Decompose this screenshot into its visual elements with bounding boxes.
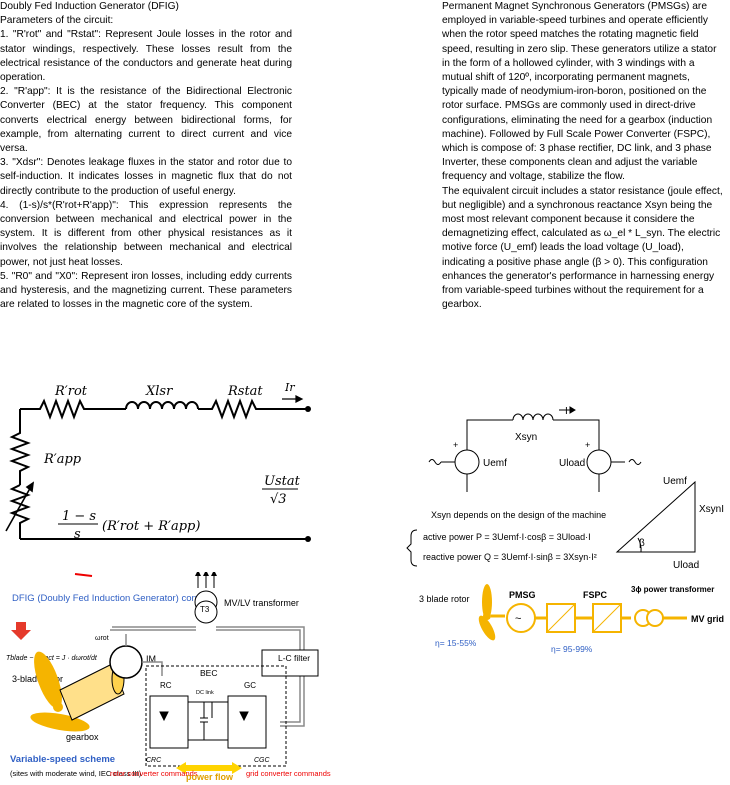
dfig-param-5: 5. "R0" and "X0": Represent iron losses,…: [0, 270, 292, 311]
fspc-label: FSPC: [583, 590, 608, 600]
plus-sign-left: +: [453, 440, 458, 450]
dfig-equivalent-circuit: R′rot Xlsr Rstat Ir R′app Ustat √3 1 − s…: [5, 381, 311, 542]
dfig-scheme-diagram: DFIG (Doubly Fed Induction Generator) co…: [6, 572, 331, 782]
triangle-uemf-label: Uemf: [663, 476, 687, 487]
power-flow-arrow-icon: [176, 762, 242, 774]
formula-brace: [406, 529, 418, 567]
r-app-label: R′app: [43, 452, 82, 467]
slip-numerator: 1 − s: [62, 509, 96, 524]
pmsg-text-column: Permanent Magnet Synchronous Generators …: [442, 0, 727, 312]
pmsg-circuit-diagram: + + I Xsyn Uemf Uload Xsyn depends on th…: [406, 406, 724, 571]
x-lsr-label: Xlsr: [145, 384, 173, 399]
rotor-converter-commands-label: rotor converter commands: [110, 769, 198, 778]
slip-expression: (R′rot + R′app): [102, 519, 200, 534]
active-power-formula: active power P = 3Uemf·I·cosβ = 3Uload·I: [423, 532, 591, 542]
c-gc-label: CGC: [254, 757, 271, 764]
sites-label: (sites with moderate wind, IEC class III…: [10, 769, 142, 778]
gearbox-label: gearbox: [66, 732, 99, 742]
r-rot-label: R′rot: [54, 384, 88, 399]
lc-filter-box: [261, 649, 319, 677]
lc-filter-label: L-C filter: [278, 653, 310, 663]
slip-denominator: s: [74, 527, 81, 542]
dfig-param-1: 1. "R'rot" and "Rstat": Represent Joule …: [0, 29, 292, 84]
eta-fspc-label: η= 95-99%: [551, 644, 593, 654]
wind-rotor-icon: [30, 651, 90, 732]
dfig-param-2: 2. "R'app": It is the resistance of the …: [0, 86, 292, 155]
xsyn-depends-label: Xsyn depends on the design of the machin…: [431, 510, 606, 520]
induction-machine-icon: [109, 645, 143, 679]
c-rc-label: CRC: [146, 757, 162, 764]
pmsg-current-label: I: [565, 406, 568, 417]
x-syn-label: Xsyn: [515, 432, 537, 443]
variable-speed-label: Variable-speed scheme: [10, 754, 115, 765]
plus-sign-right: +: [585, 440, 590, 450]
pmsg-paragraph-2: The equivalent circuit includes a stator…: [442, 185, 723, 311]
im-label: IM: [146, 654, 156, 664]
dfig-params-intro: Parameters of the circuit:: [0, 15, 114, 27]
mv-grid-label: MV grid: [691, 614, 724, 624]
sqrt3-label: √3: [270, 492, 287, 507]
transformer-icon: [194, 572, 218, 624]
pmsg-rotor-label: 3 blade rotor: [419, 594, 470, 604]
arrow-down-icon: [11, 622, 31, 640]
pmsg-wind-rotor-icon: [478, 584, 496, 641]
eta-rotor-label: η= 15-55%: [435, 638, 477, 648]
r-stat-label: Rstat: [227, 384, 263, 399]
torque-equation: Tblade − Telect = J · dωrot/dt: [6, 655, 98, 662]
dfig-param-4: 4. (1-s)/s*(R'rot+R'app)": This expressi…: [0, 199, 292, 268]
triangle-uload-label: Uload: [673, 560, 699, 571]
t3-label: T3: [200, 605, 210, 614]
dfig-param-3: 3. "Xdsr": Denotes leakage fluxes in the…: [0, 157, 292, 197]
gc-label: GC: [244, 681, 256, 690]
rc-label: RC: [160, 681, 172, 690]
sine-icon: ~: [515, 613, 521, 625]
transformer-coil-2-icon: [646, 609, 664, 627]
mv-lv-transformer-label: MV/LV transformer: [224, 598, 299, 608]
triangle-beta-label: β: [639, 538, 645, 549]
u-emf-label: Uemf: [483, 458, 507, 469]
rotor-converter-box: [149, 695, 189, 749]
bec-label: BEC: [200, 668, 217, 678]
dfig-concept-label: DFIG (Doubly Fed Induction Generator) co…: [12, 593, 215, 604]
pmsg-chain-diagram: 3 blade rotor PMSG ~ FSPC 3ϕ power trans…: [419, 584, 724, 654]
dfig-title: Doubly Fed Induction Generator (DFIG): [0, 1, 179, 12]
u-stat-label: Ustat: [264, 474, 301, 489]
triangle-xsyn-label: XsynI: [699, 504, 724, 515]
dc-link-label: DC link: [196, 690, 214, 696]
grid-converter-commands-label: grid converter commands: [246, 769, 331, 778]
current-ir-label: Ir: [284, 381, 295, 394]
pmsg-transformer-label: 3ϕ power transformer: [631, 585, 714, 594]
dfig-text-column: Doubly Fed Induction Generator (DFIG) Pa…: [0, 0, 292, 312]
power-flow-label: power flow: [186, 772, 234, 782]
pmsg-paragraph-1: Permanent Magnet Synchronous Generators …: [442, 1, 717, 183]
u-load-label: Uload: [559, 458, 585, 469]
pmsg-label: PMSG: [509, 590, 536, 600]
reactive-power-formula: reactive power Q = 3Uemf·I·sinβ = 3Xsyn·…: [423, 552, 597, 562]
omega-rot-label: ωrot: [95, 635, 109, 642]
grid-converter-box: [227, 695, 267, 749]
